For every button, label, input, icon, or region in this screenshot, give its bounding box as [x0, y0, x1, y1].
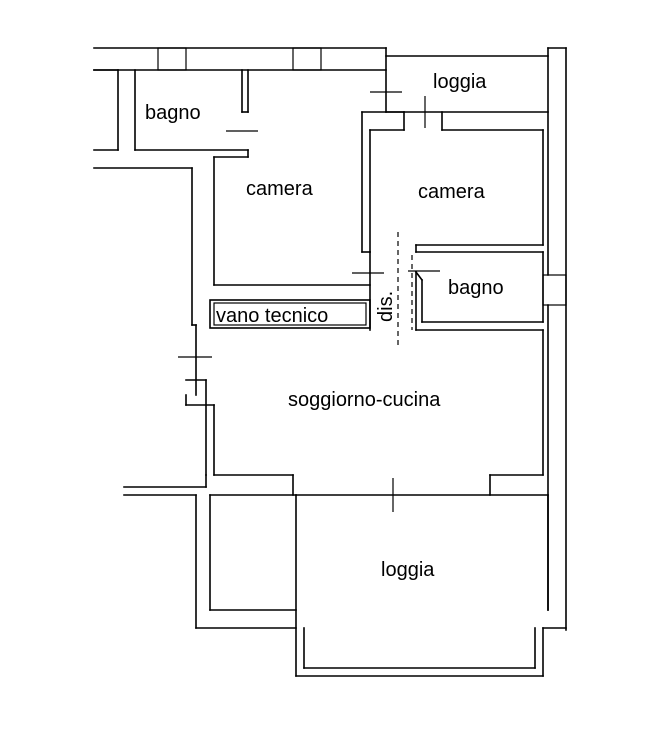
room-label-soggiorno-cucina: soggiorno-cucina — [288, 389, 441, 411]
room-label-disimpegno: dis. — [375, 291, 397, 322]
disimpegno-doors — [352, 232, 440, 345]
lower-left-room — [209, 494, 297, 611]
top-wall — [93, 47, 387, 71]
room-label-loggia-bottom: loggia — [381, 559, 435, 581]
room-label-bagno-right: bagno — [448, 277, 504, 299]
room-label-bagno-top: bagno — [145, 102, 201, 124]
left-neighbour-walls — [93, 69, 193, 326]
room-label-camera-left: camera — [246, 178, 314, 200]
bagno-top-walls — [134, 69, 258, 158]
soggiorno-cucina-walls — [178, 324, 544, 512]
loggia-bottom-walls — [292, 474, 567, 677]
room-label-camera-right: camera — [418, 181, 486, 203]
room-label-vano-tecnico: vano tecnico — [216, 305, 328, 327]
lower-left-walls — [123, 474, 297, 629]
outer-right-wall — [547, 47, 567, 631]
vano-tecnico-walls — [209, 251, 371, 331]
camera-left-walls — [213, 156, 371, 286]
loggia-top-walls — [370, 47, 549, 128]
bagno-right-walls — [414, 251, 567, 331]
room-label-loggia-top: loggia — [433, 71, 487, 93]
camera-right-walls — [361, 111, 544, 253]
